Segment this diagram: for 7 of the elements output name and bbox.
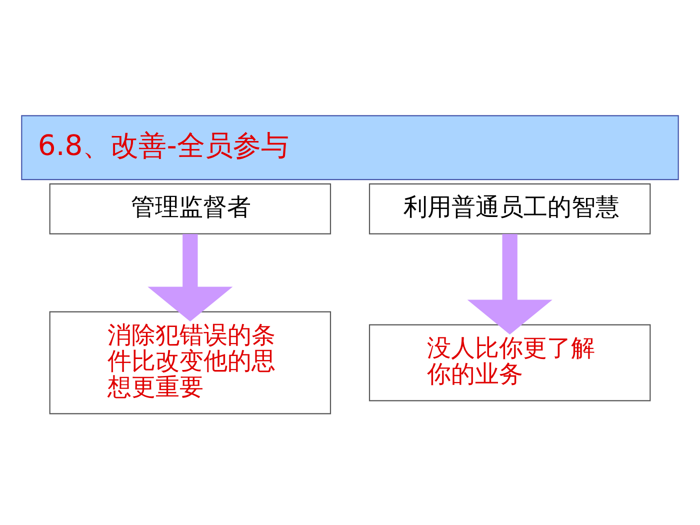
arrow (467, 234, 552, 334)
node-box: 没人比你更了解你的业务 (368, 324, 651, 402)
arrow (148, 234, 233, 322)
node-box: 管理监督者 (49, 183, 332, 234)
node-box: 利用普通员工的智慧 (368, 183, 651, 234)
diagram-title: 6.8、改善-全员参与 (38, 129, 289, 162)
node-box: 消除犯错误的条件比改变他的思想更重要 (49, 311, 332, 414)
